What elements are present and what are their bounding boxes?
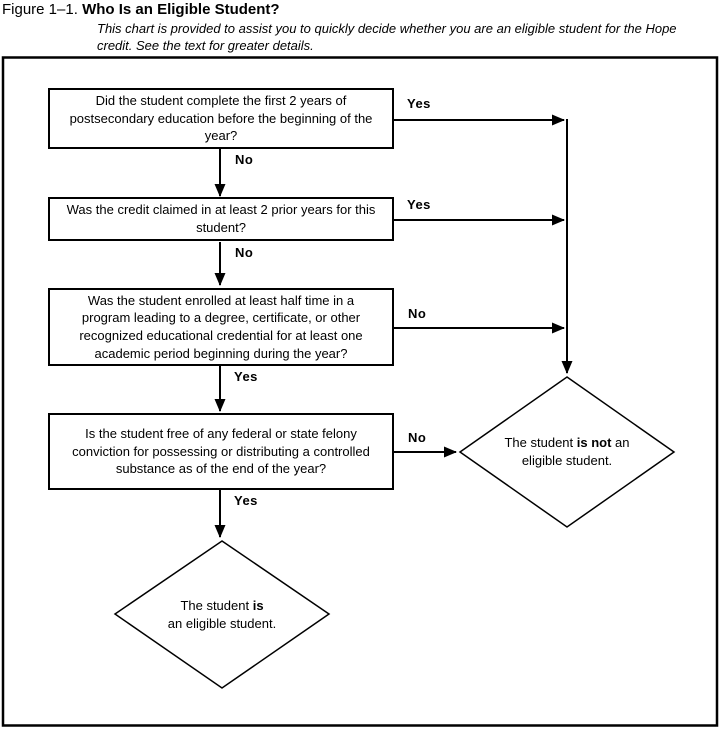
question-box-1: Did the student complete the first 2 yea… <box>48 88 394 149</box>
diamond-not-eligible <box>458 376 676 528</box>
eligible-text-bold: is <box>252 598 264 613</box>
figure-number: Figure 1–1. <box>2 1 78 18</box>
diamond-eligible <box>113 540 331 689</box>
edge-label-q3-no: No <box>408 306 427 321</box>
edge-label-q4-yes: Yes <box>234 493 258 508</box>
question-box-2: Was the credit claimed in at least 2 pri… <box>48 197 394 241</box>
edge-label-q1-no: No <box>235 152 254 167</box>
edge-label-q2-no: No <box>235 245 254 260</box>
question-4-text: Is the student free of any federal or st… <box>72 426 370 477</box>
not-eligible-text-post: an <box>611 435 630 450</box>
figure-border <box>1 56 719 727</box>
not-eligible-text-bold: is not <box>576 435 612 450</box>
figure-title: Who Is an Eligible Student? <box>82 1 280 18</box>
not-eligible-text-pre: The student <box>504 435 577 450</box>
not-eligible-text-line2: eligible student. <box>521 452 613 468</box>
edge-label-q4-no: No <box>408 430 427 445</box>
eligible-text-line2: an eligible student. <box>167 615 277 631</box>
figure-subtitle: This chart is provided to assist you to … <box>97 21 677 54</box>
eligible-outcome-label: The student is an eligible student. <box>120 597 324 632</box>
question-2-text: Was the credit claimed in at least 2 pri… <box>66 202 376 235</box>
edge-label-q2-yes: Yes <box>407 197 431 212</box>
question-box-3: Was the student enrolled at least half t… <box>48 288 394 366</box>
question-1-text: Did the student complete the first 2 yea… <box>69 93 373 144</box>
eligible-text-pre: The student <box>180 598 253 613</box>
edge-label-q3-yes: Yes <box>234 369 258 384</box>
edge-label-q1-yes: Yes <box>407 96 431 111</box>
question-box-4: Is the student free of any federal or st… <box>48 413 394 490</box>
question-3-text: Was the student enrolled at least half t… <box>79 292 363 361</box>
not-eligible-outcome-label: The student is not an eligible student. <box>465 434 669 469</box>
figure-caption: Figure 1–1. Who Is an Eligible Student? <box>2 1 280 18</box>
